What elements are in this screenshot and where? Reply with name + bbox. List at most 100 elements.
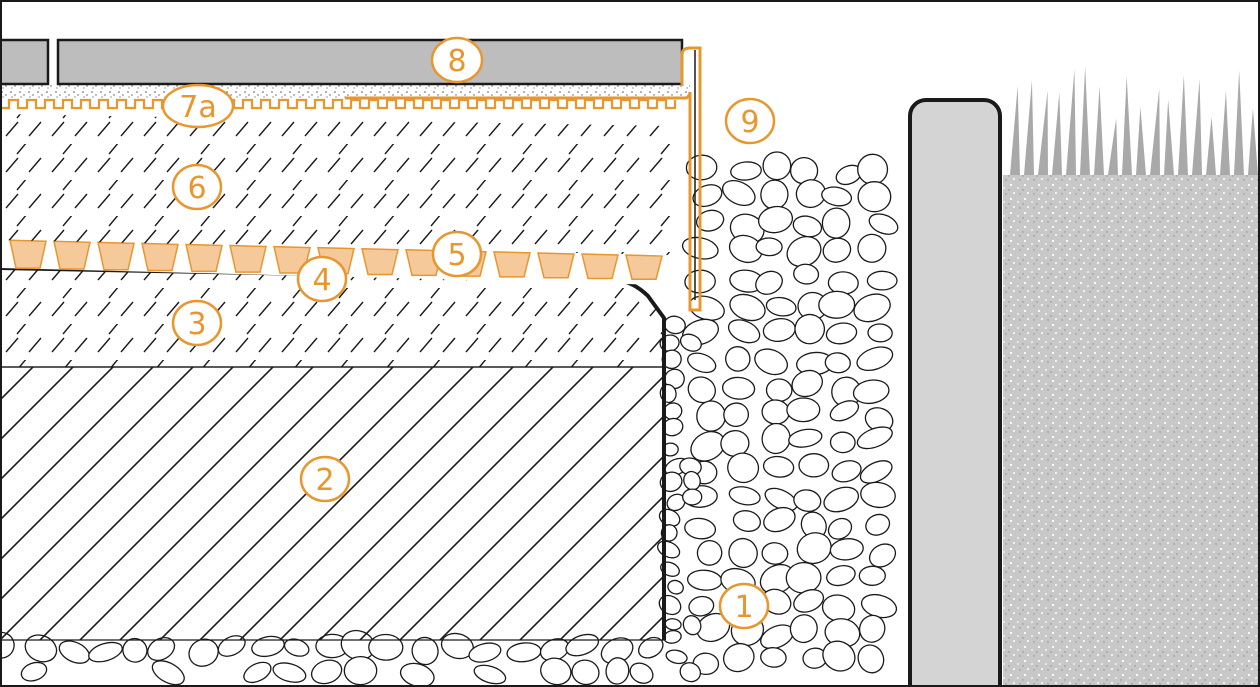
- pebble: [605, 657, 630, 685]
- pebble: [725, 346, 751, 372]
- svg-text:3: 3: [187, 307, 206, 342]
- grass: [1010, 66, 1258, 175]
- drainage-mat-stud: [185, 243, 223, 273]
- pebble: [540, 657, 572, 686]
- pebble: [867, 323, 893, 343]
- label-6: 6: [171, 163, 223, 211]
- label-5: 5: [431, 230, 483, 278]
- pebble: [798, 453, 830, 478]
- grass-blade: [1052, 92, 1062, 175]
- grass-blade: [1234, 70, 1244, 175]
- pebble: [794, 313, 826, 345]
- grass-blade: [1094, 86, 1104, 175]
- pebble: [853, 293, 891, 323]
- pebble: [679, 662, 702, 683]
- pebble: [858, 614, 886, 643]
- pebble: [468, 642, 502, 663]
- pebble: [856, 426, 893, 450]
- pebble: [826, 565, 856, 587]
- pebble: [857, 181, 892, 213]
- pebble: [755, 270, 783, 295]
- pebble: [793, 263, 820, 285]
- pebble: [682, 615, 702, 636]
- drainage-mat-stud: [53, 240, 91, 270]
- pebble: [793, 489, 822, 512]
- pebble: [696, 400, 727, 432]
- substrate-layer: [0, 366, 665, 641]
- pebble: [821, 207, 851, 239]
- pebble: [761, 399, 790, 425]
- pebble: [852, 379, 890, 405]
- grass-blade: [1038, 90, 1048, 175]
- pebble: [728, 234, 763, 264]
- pebble: [762, 151, 792, 181]
- pebble: [763, 506, 796, 533]
- pebble: [723, 402, 750, 427]
- pebble: [827, 517, 853, 540]
- pebble: [868, 213, 899, 235]
- pebble: [682, 488, 703, 506]
- grass-blade: [1024, 80, 1034, 175]
- pebble: [688, 595, 715, 617]
- pebble: [58, 640, 91, 664]
- grass-blade: [1080, 66, 1090, 175]
- pebble: [727, 452, 760, 484]
- pebble: [760, 179, 789, 210]
- pebble: [796, 532, 832, 565]
- pebble: [188, 638, 219, 667]
- drainage-mat-stud: [9, 239, 47, 269]
- pebble: [791, 369, 823, 398]
- grass-blade: [1010, 85, 1020, 175]
- pebble: [721, 179, 756, 207]
- pebble: [88, 641, 123, 663]
- grass-blade: [1164, 99, 1174, 175]
- svg-text:7a: 7a: [179, 90, 216, 125]
- label-9: 9: [724, 97, 776, 145]
- drainage-mat-stud: [141, 242, 179, 272]
- paving-slab: [56, 38, 684, 86]
- drainage-mat-stud: [97, 241, 135, 271]
- drainage-mat-stud: [625, 254, 663, 281]
- pebble: [857, 153, 889, 185]
- pebble: [686, 569, 723, 591]
- grass-blade: [1108, 118, 1118, 175]
- pebble: [727, 319, 761, 344]
- label-7a: 7a: [161, 83, 235, 129]
- pebble: [760, 647, 787, 668]
- pebble: [789, 614, 818, 644]
- pebble: [151, 660, 185, 686]
- pebble: [785, 561, 822, 594]
- pebble: [730, 161, 762, 181]
- grass-blade: [1248, 108, 1258, 175]
- svg-text:9: 9: [740, 105, 759, 140]
- pebble: [822, 640, 856, 672]
- pebble: [868, 543, 897, 568]
- pebble: [728, 486, 761, 506]
- pebble: [310, 659, 343, 685]
- drainage-mat-stud: [493, 251, 531, 278]
- pebble: [506, 642, 542, 663]
- paving-slab-left: [0, 38, 50, 86]
- pebble: [667, 579, 684, 595]
- pebble: [825, 322, 858, 345]
- pebble: [761, 422, 791, 455]
- pebble: [792, 215, 823, 238]
- svg-text:8: 8: [447, 44, 466, 79]
- pebble: [824, 352, 851, 374]
- svg-text:1: 1: [734, 590, 753, 625]
- label-8: 8: [430, 36, 484, 84]
- pebble: [856, 346, 894, 371]
- label-3: 3: [171, 299, 223, 347]
- pebble: [695, 209, 725, 232]
- pebble: [786, 397, 821, 423]
- pebble: [858, 565, 886, 586]
- pebble: [857, 233, 887, 263]
- label-1: 1: [718, 582, 770, 630]
- drainage-mat-stud: [537, 252, 575, 279]
- pebble: [822, 237, 852, 263]
- pebble: [757, 205, 794, 234]
- pebble: [729, 293, 766, 322]
